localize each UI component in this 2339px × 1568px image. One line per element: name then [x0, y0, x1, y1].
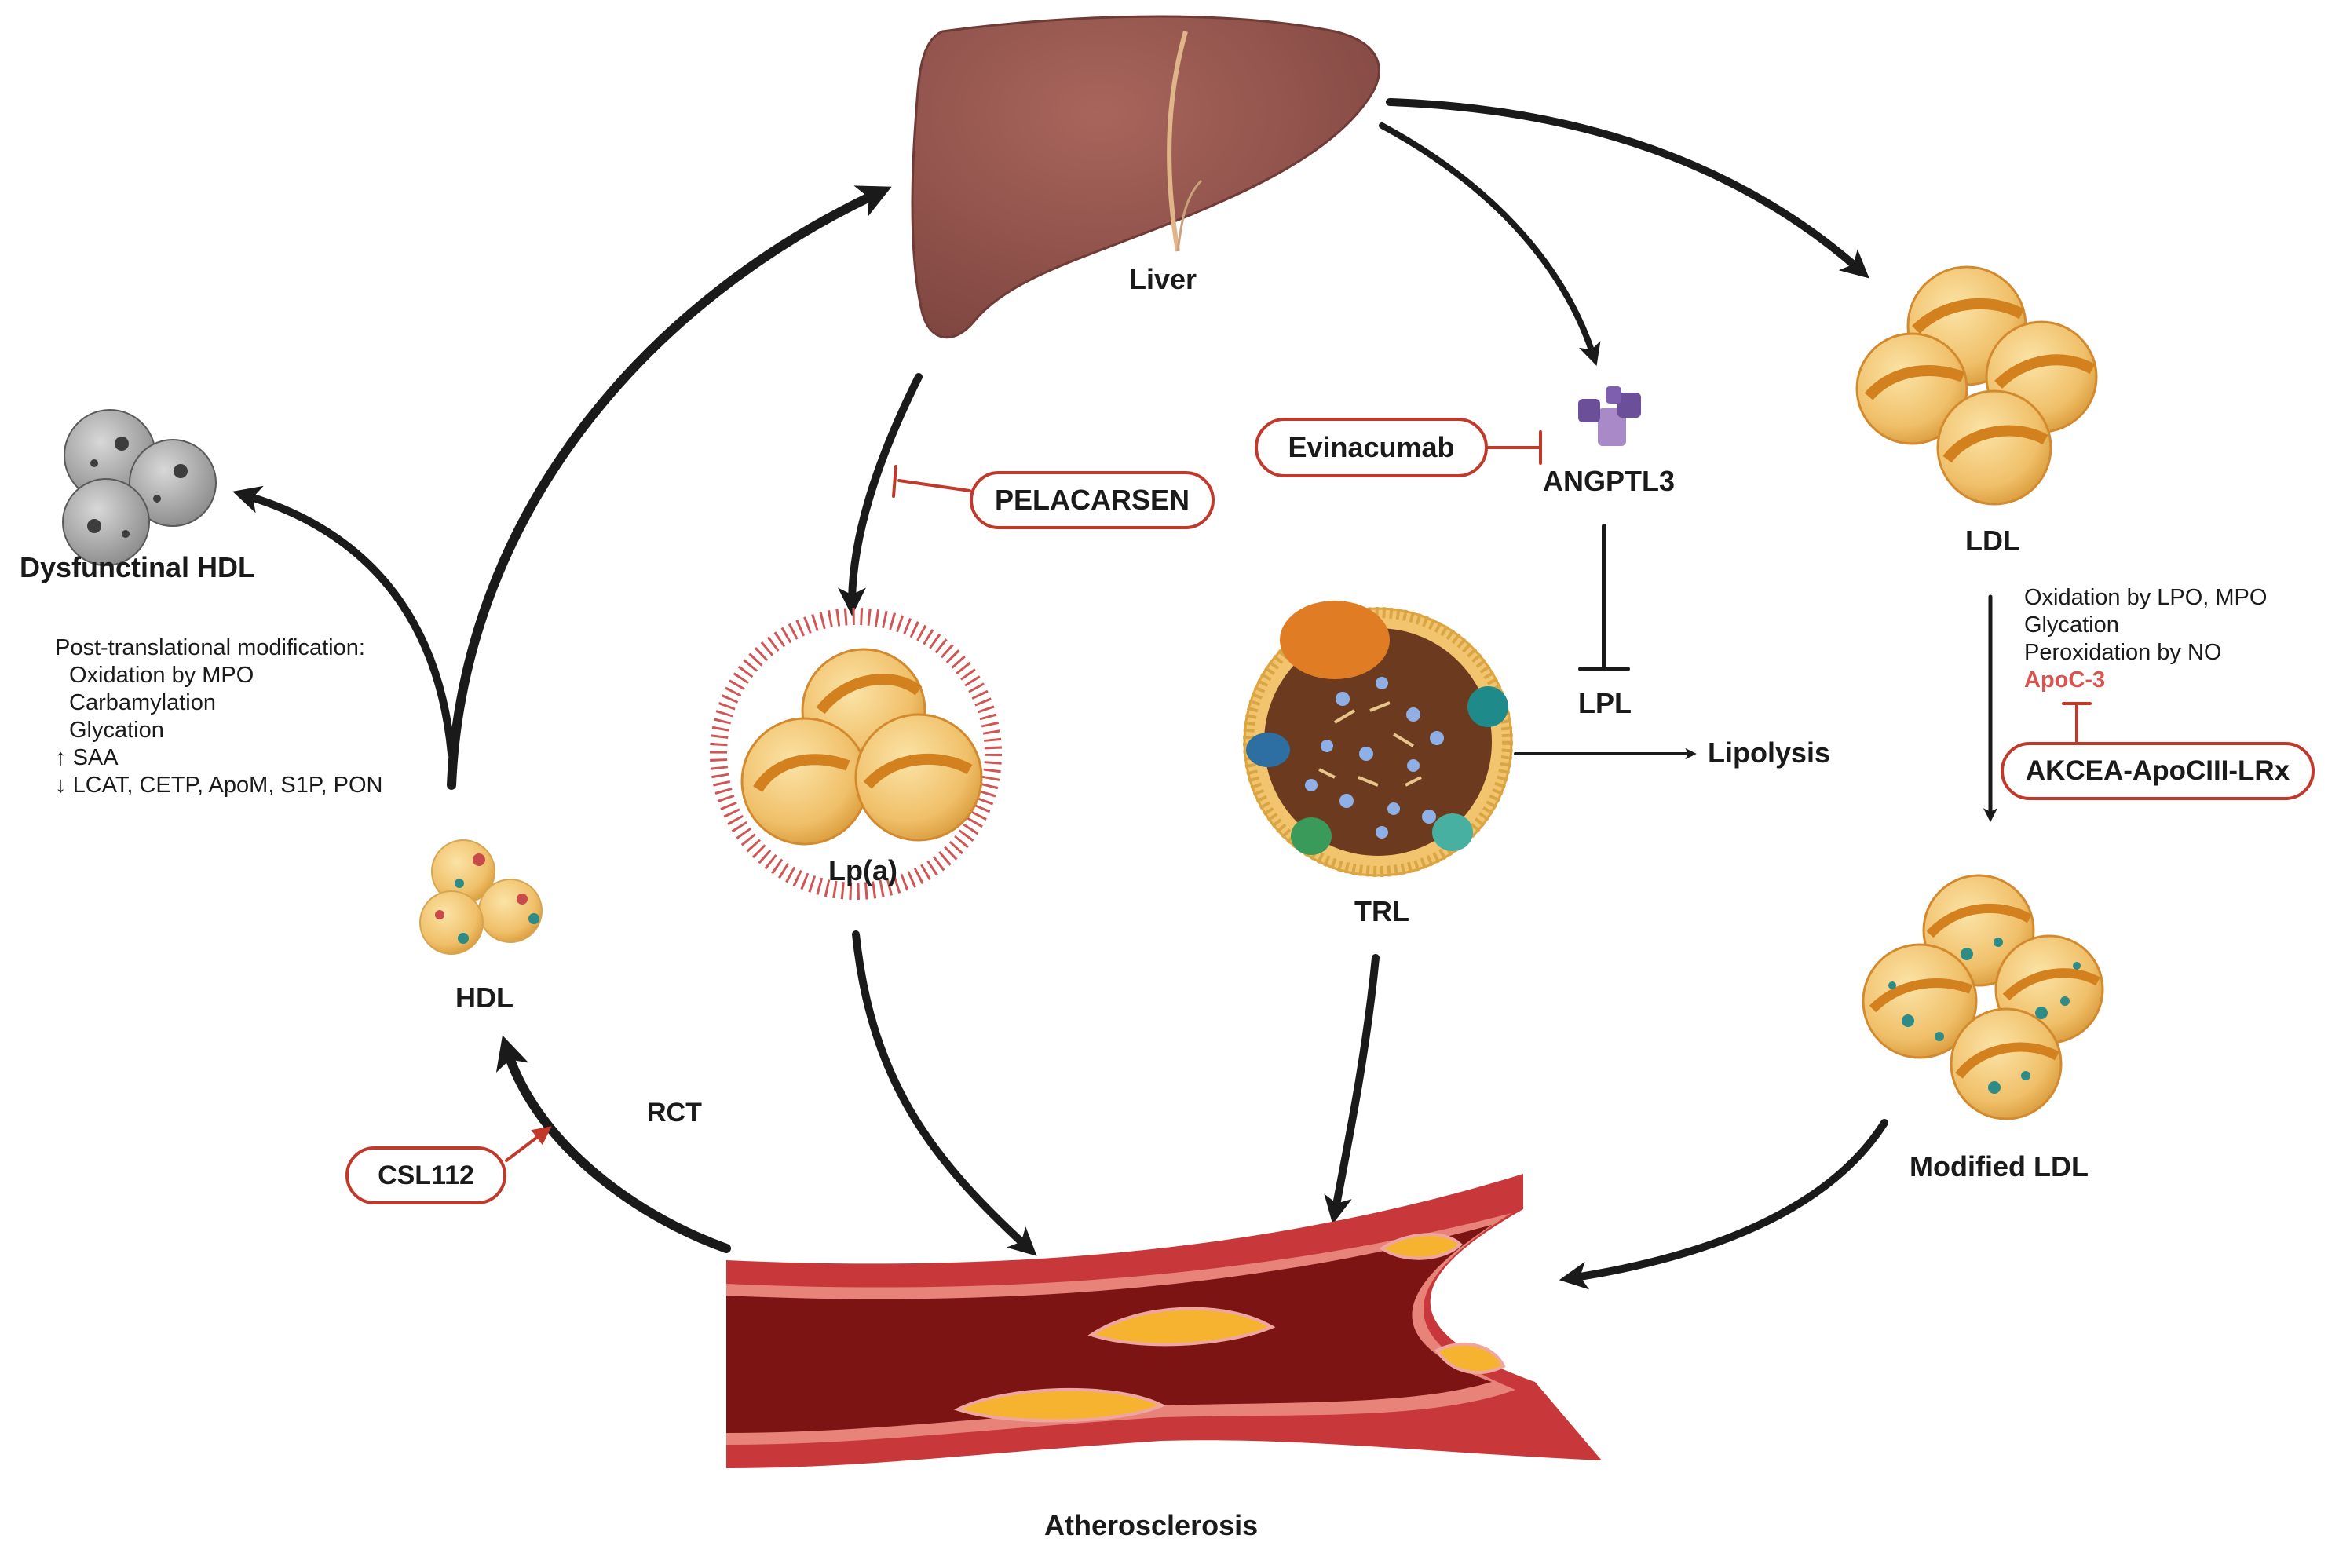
- ldl-note-item: Glycation: [2024, 612, 2119, 638]
- label-liver: Liver: [1129, 263, 1197, 295]
- drug-pelacarsen: PELACARSEN: [970, 471, 1215, 529]
- arrow-liver-to-lpa: [838, 373, 923, 616]
- label-atherosclerosis: Atherosclerosis: [1044, 1509, 1259, 1541]
- label-angptl3: ANGPTL3: [1543, 465, 1676, 497]
- arrows: [232, 98, 1997, 1290]
- label-lpl: LPL: [1578, 687, 1632, 719]
- ldl-modification-notes: Oxidation by LPO, MPO Glycation Peroxida…: [2024, 584, 2267, 694]
- liver-illustration: [911, 15, 1380, 339]
- ldl-note-item: Oxidation by LPO, MPO: [2024, 585, 2268, 610]
- hdl-modification-notes: Post-translational modification: Oxidati…: [55, 634, 382, 799]
- modified-ldl-particles: [1862, 874, 2104, 1120]
- arrow-hdl-to-liver: [447, 185, 892, 790]
- artery-illustration: [726, 1174, 1602, 1468]
- arrow-lpa-to-atherosclerosis: [852, 930, 1037, 1256]
- arrow-modified-to-atherosclerosis: [1559, 1119, 1888, 1290]
- hdl-note-item: Oxidation by MPO: [69, 663, 254, 688]
- arrow-trl-to-atherosclerosis: [1324, 954, 1380, 1225]
- hdl-note-item: Glycation: [69, 718, 164, 743]
- label-trl: TRL: [1354, 895, 1409, 927]
- ldl-note-item: Peroxidation by NO: [2024, 640, 2222, 665]
- label-modified-ldl: Modified LDL: [1910, 1150, 2089, 1182]
- inhibition-lines: [505, 430, 2092, 1162]
- label-hdl: HDL: [455, 981, 513, 1014]
- lpa-particle: [710, 608, 1002, 900]
- hdl-note-item: Carbamylation: [69, 690, 216, 715]
- up-arrow-icon: ↑: [55, 745, 67, 770]
- ldl-particles: [1855, 265, 2098, 506]
- drug-akcea-apociii-lrx: AKCEA-ApoCIII-LRx: [2001, 742, 2315, 800]
- drug-csl112: CSL112: [345, 1146, 506, 1204]
- arrow-atherosclerosis-to-hdl: [495, 1035, 731, 1253]
- arrow-liver-to-angptl3: [1379, 122, 1601, 366]
- label-lipolysis: Lipolysis: [1708, 736, 1831, 769]
- ldl-note-target-apoc3: ApoC-3: [2024, 667, 2106, 693]
- drug-evinacumab: Evinacumab: [1255, 418, 1488, 477]
- hdl-notes-heading: Post-translational modification:: [55, 635, 365, 660]
- label-lpa: Lp(a): [828, 854, 897, 886]
- hdl-particles: [419, 839, 543, 955]
- arrow-liver-to-ldl: [1386, 98, 1869, 279]
- down-arrow-icon: ↓: [55, 773, 67, 798]
- arrow-hdl-to-dysfunctional: [232, 485, 455, 758]
- trl-particle: [1243, 601, 1513, 877]
- hdl-note-increase-text: SAA: [72, 745, 119, 770]
- dysfunctional-hdl-particles: [62, 409, 217, 566]
- hdl-note-decrease-text: LCAT, CETP, ApoM, S1P, PON: [72, 773, 383, 798]
- hdl-note-increase: ↑ SAA: [55, 744, 382, 772]
- label-dysfunctional-hdl: Dysfunctinal HDL: [20, 551, 256, 583]
- angptl3-protein-icon: [1578, 386, 1641, 446]
- label-rct: RCT: [647, 1098, 702, 1128]
- hdl-note-decrease: ↓ LCAT, CETP, ApoM, S1P, PON: [55, 772, 382, 799]
- label-ldl: LDL: [1965, 524, 2020, 557]
